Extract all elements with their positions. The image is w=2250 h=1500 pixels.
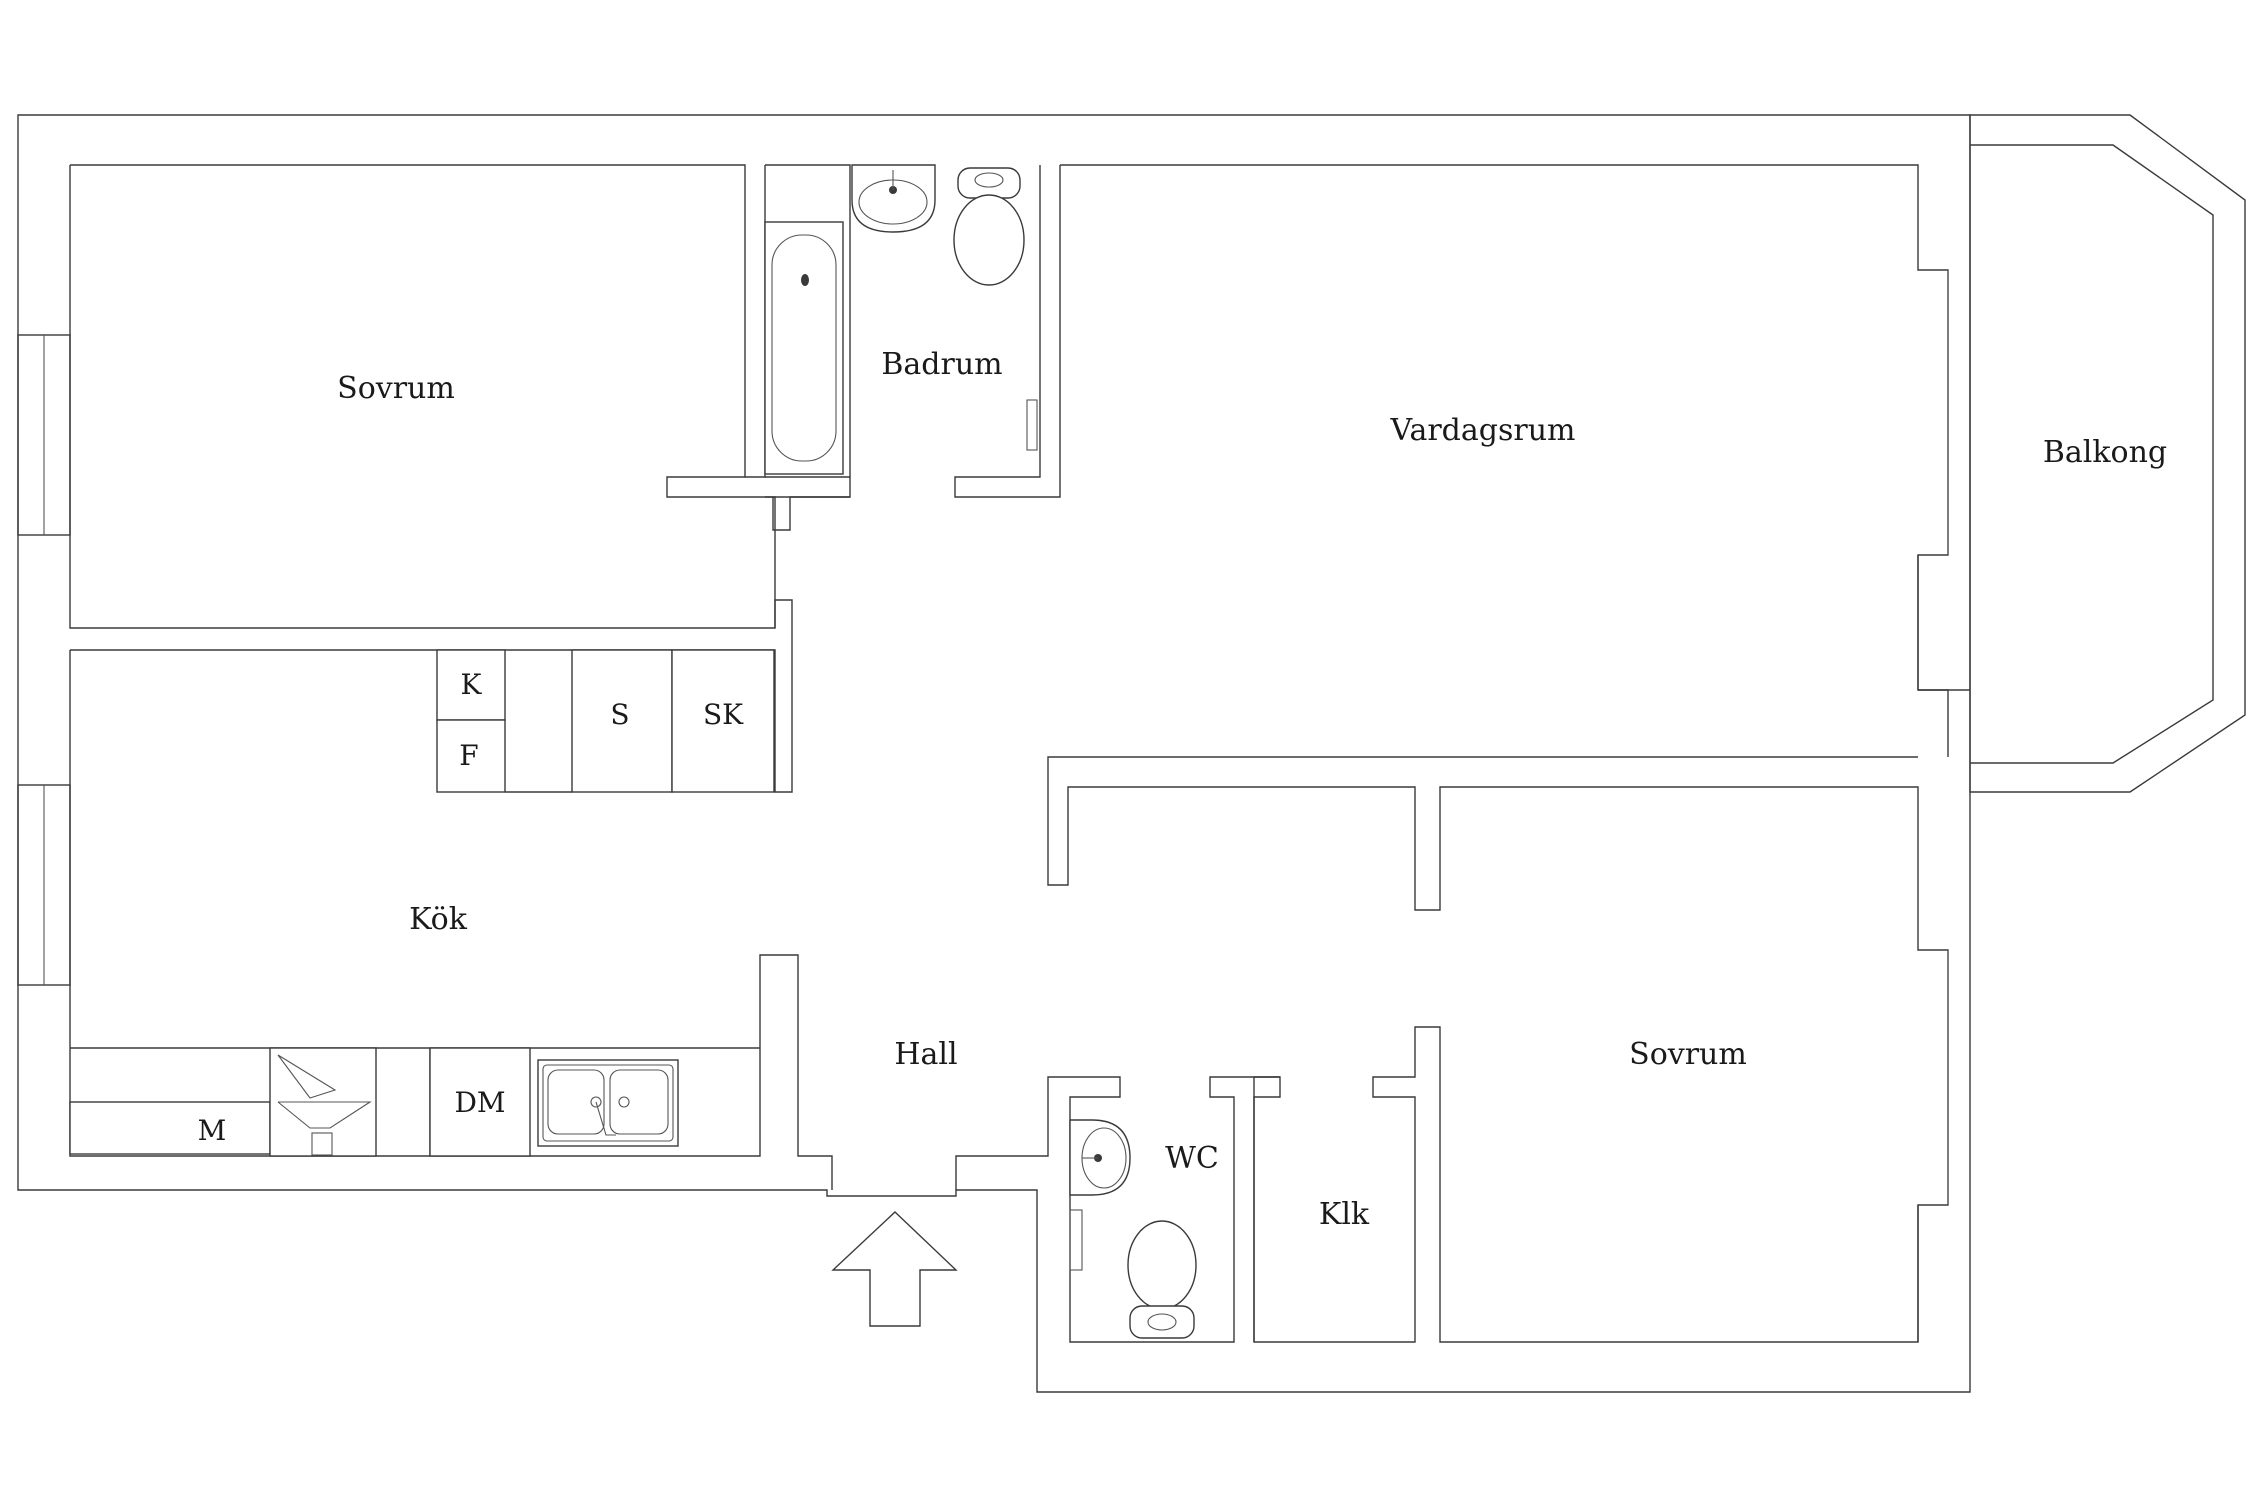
- room-label-vardagsrum: Vardagsrum: [1390, 413, 1576, 448]
- wc-toilet-icon: [1127, 1220, 1197, 1310]
- fixture-label-dm: DM: [454, 1086, 505, 1119]
- fixture-label-f: F: [459, 739, 478, 772]
- room-labels: Sovrum Badrum Vardagsrum Balkong Kök Hal…: [337, 347, 2167, 1232]
- storage-cabinet-sk: [671, 649, 775, 793]
- washbasin-icon: [851, 164, 936, 233]
- fixture-label-k: K: [461, 668, 483, 701]
- room-label-kok: Kök: [409, 902, 468, 937]
- fridge-cabinet-k: [436, 649, 506, 721]
- room-label-badrum: Badrum: [881, 347, 1002, 382]
- fixture-label-m: M: [198, 1114, 227, 1147]
- freezer-cabinet-f: [436, 719, 506, 793]
- dishwasher-dm: [429, 1047, 531, 1157]
- room-label-sovrum-1: Sovrum: [337, 371, 455, 406]
- fixture-labels: K F S SK DM M: [198, 668, 744, 1147]
- bathroom-fixtures: [764, 164, 1038, 475]
- fixture-label-sk: SK: [703, 698, 744, 731]
- cabinet-block: [436, 649, 775, 793]
- balcony-outline: [1969, 114, 2246, 793]
- room-label-hall: Hall: [894, 1037, 957, 1072]
- kitchen-counter: [69, 1047, 679, 1157]
- microwave-m: [69, 1101, 271, 1155]
- interior-walls: [17, 164, 1970, 1343]
- bathtub-icon: [764, 221, 844, 475]
- room-label-wc: WC: [1165, 1141, 1219, 1176]
- fixture-label-s: S: [610, 698, 629, 731]
- room-label-sovrum-2: Sovrum: [1629, 1037, 1747, 1072]
- sink-icon: [537, 1059, 679, 1147]
- entrance-arrow-icon: [831, 1211, 958, 1327]
- room-label-balkong: Balkong: [2043, 435, 2167, 470]
- room-label-klk: Klk: [1319, 1197, 1370, 1232]
- outer-walls: [17, 114, 2246, 1393]
- wc-fixtures: [1069, 1119, 1197, 1339]
